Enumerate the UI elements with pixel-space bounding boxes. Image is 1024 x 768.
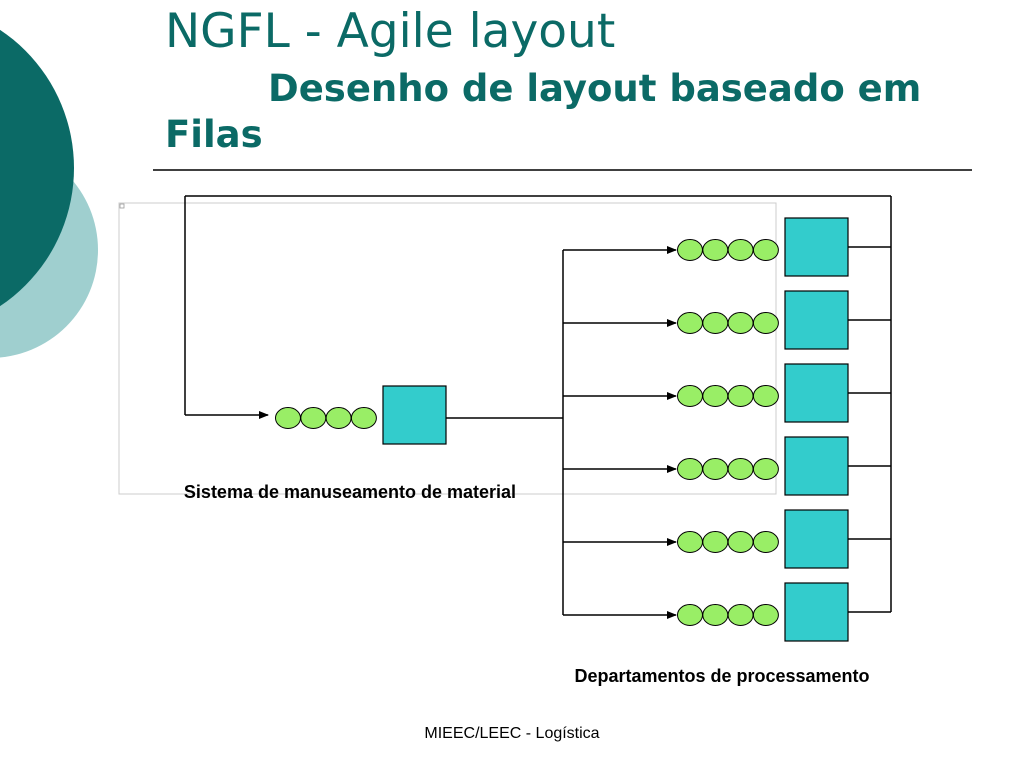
department-queue-6-item <box>727 604 754 626</box>
department-queue-6-item <box>677 604 703 626</box>
processing-department-3 <box>784 363 849 423</box>
central-queue-item <box>350 407 377 429</box>
department-queue-6-item <box>752 604 779 626</box>
material-handling-label: Sistema de manuseamento de material <box>183 482 517 502</box>
embedded-frame <box>118 202 777 495</box>
department-queue-2-item <box>702 312 729 334</box>
department-queue-5-item <box>727 531 754 553</box>
department-queue-3-item <box>677 385 703 407</box>
slide-title: NGFL - Agile layout <box>165 4 616 59</box>
department-queue-1-item <box>752 239 779 261</box>
department-queue-2-item <box>727 312 754 334</box>
material-handling-station <box>382 385 447 445</box>
embedded-object-icon <box>119 203 125 209</box>
subtitle-line-1: Desenho de layout baseado em <box>268 67 922 110</box>
department-queue-2-item <box>677 312 703 334</box>
department-queue-5-item <box>702 531 729 553</box>
department-queue-5-item <box>752 531 779 553</box>
department-queue-1-item <box>727 239 754 261</box>
department-queue-4-item <box>752 458 779 480</box>
central-queue-item <box>325 407 352 429</box>
processing-department-5 <box>784 509 849 569</box>
department-queue-6-item <box>702 604 729 626</box>
subtitle-line-2: Filas <box>165 113 263 156</box>
department-queue-4-item <box>702 458 729 480</box>
processing-departments-label: Departamentos de processamento <box>574 666 870 686</box>
processing-department-4 <box>784 436 849 496</box>
central-queue-item <box>300 407 327 429</box>
department-queue-3-item <box>752 385 779 407</box>
department-queue-1-item <box>677 239 703 261</box>
deco-circle-dark <box>0 29 74 307</box>
department-queue-1-item <box>702 239 729 261</box>
diagram-content <box>184 195 892 642</box>
processing-department-2 <box>784 290 849 350</box>
department-queue-3-item <box>727 385 754 407</box>
slide-footer: MIEEC/LEEC - Logística <box>424 725 600 742</box>
department-queue-3-item <box>702 385 729 407</box>
department-queue-5-item <box>677 531 703 553</box>
processing-department-6 <box>784 582 849 642</box>
department-queue-4-item <box>727 458 754 480</box>
processing-department-1 <box>784 217 849 277</box>
department-queue-2-item <box>752 312 779 334</box>
department-queue-4-item <box>677 458 703 480</box>
central-queue-item <box>275 407 301 429</box>
